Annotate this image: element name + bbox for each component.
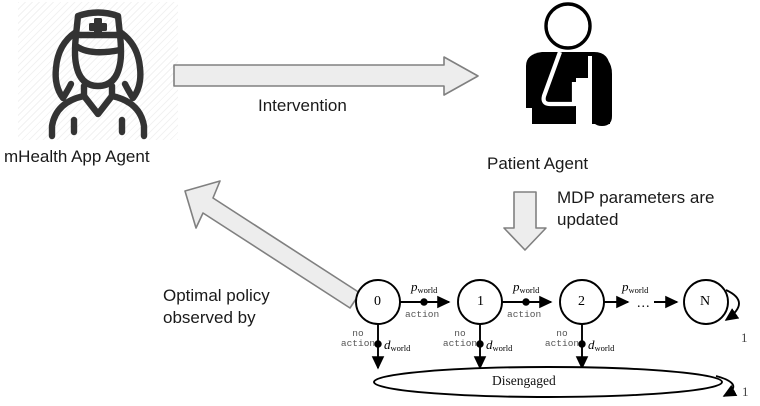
dropout-0-prob-symbol: d (384, 337, 391, 352)
optimal-policy-label-line1: Optimal policy (163, 286, 270, 305)
mdp-state-n-label: N (700, 294, 711, 309)
dropout-1-action-line2: action (442, 337, 478, 349)
mhealth-app-agent-label: mHealth App Agent (4, 147, 150, 166)
dropout-2-prob-label: dworld (588, 337, 614, 353)
dropout-2-prob-subscript: world (594, 343, 615, 353)
transition-1-2-action-label: action (507, 309, 542, 320)
dropout-2-action-label: no action (544, 329, 580, 349)
transition-2-n-prob-label: pworld (622, 279, 648, 295)
transition-2-n-prob-subscript: world (628, 285, 649, 295)
dropout-0-action-line1: no (352, 328, 364, 339)
block-arrow-down-icon (501, 190, 549, 252)
mdp-state-1-label: 1 (477, 294, 484, 309)
dropout-0-prob-label: dworld (384, 337, 410, 353)
transition-1-2-prob-symbol: p (513, 279, 520, 294)
dropout-0-action-line2: action (340, 337, 376, 349)
transition-0-1-prob-subscript: world (417, 285, 438, 295)
dropout-2-action-line1: no (556, 328, 568, 339)
mdp-state-2-label: 2 (578, 294, 585, 309)
intervention-label: Intervention (258, 96, 347, 115)
disengaged-self-loop-prob-label: 1 (742, 384, 749, 399)
disengaged-state-label: Disengaged (492, 373, 556, 388)
patient-agent-label: Patient Agent (487, 154, 589, 173)
block-arrow-diagonal-up-left-icon (180, 175, 365, 315)
transition-0-1-prob-symbol: p (411, 279, 418, 294)
dropout-1-prob-subscript: world (492, 343, 513, 353)
mdp-state-diagram (336, 268, 760, 406)
dropout-1-prob-symbol: d (486, 337, 493, 352)
block-arrow-right-icon (172, 55, 482, 97)
dropout-2-action-line2: action (544, 337, 580, 349)
mdp-update-label-line1: MDP parameters are (557, 188, 715, 207)
dropout-2-prob-symbol: d (588, 337, 595, 352)
optimal-policy-label-line2: observed by (163, 307, 256, 327)
transition-1-2-prob-subscript: world (519, 285, 540, 295)
transition-1-2-prob-label: pworld (513, 279, 539, 295)
mdp-update-label: MDP parameters are updated (557, 187, 757, 231)
transition-2-n-prob-symbol: p (622, 279, 629, 294)
patient-arm-sling-icon (498, 0, 658, 138)
mdp-state-0-label: 0 (374, 294, 381, 309)
transition-0-1-action-label: action (405, 309, 440, 320)
nurse-icon (18, 2, 178, 140)
dropout-1-prob-label: dworld (486, 337, 512, 353)
mdp-ellipsis: ... (637, 296, 651, 311)
optimal-policy-label: Optimal policy observed by (163, 285, 343, 329)
dropout-0-action-label: no action (340, 329, 376, 349)
dropout-1-action-label: no action (442, 329, 478, 349)
terminal-self-loop-prob-label: 1 (741, 330, 748, 345)
dropout-1-action-line1: no (454, 328, 466, 339)
dropout-0-prob-subscript: world (390, 343, 411, 353)
transition-0-1-prob-label: pworld (411, 279, 437, 295)
mdp-update-label-line2: updated (557, 209, 619, 229)
